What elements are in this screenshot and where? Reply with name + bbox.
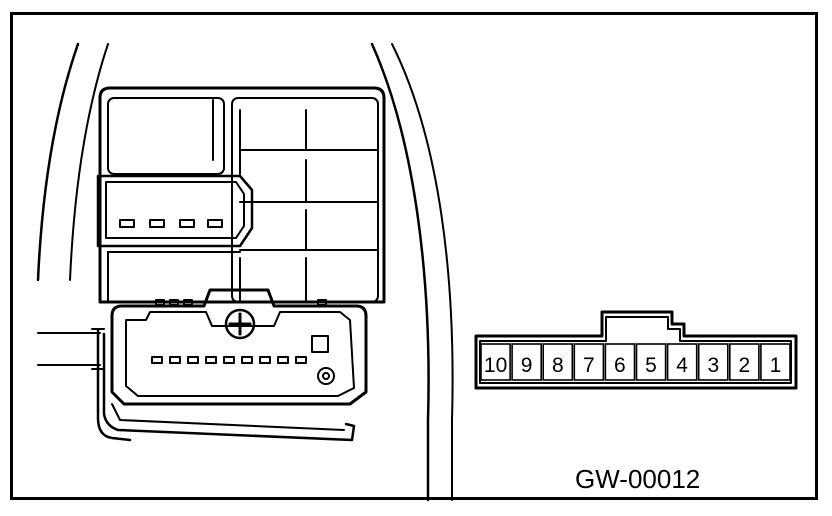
connector-pin-row — [151, 356, 307, 364]
mount-curve-left — [36, 42, 109, 282]
pin-label-5: 5 — [645, 354, 657, 377]
small-plug-pin — [119, 219, 135, 228]
relay-box-housing — [98, 86, 386, 304]
pin-cell-3 — [697, 343, 729, 381]
small-plug-pin — [149, 219, 165, 228]
pin-label-7: 7 — [583, 354, 595, 377]
pin-cell-8 — [542, 343, 574, 381]
small-plug-pin — [179, 219, 195, 228]
small-plug — [96, 174, 254, 248]
small-plug-pin — [207, 219, 223, 228]
locating-hole-icon — [317, 367, 335, 385]
pin-label-6: 6 — [614, 354, 626, 377]
pin-label-10: 10 — [484, 354, 507, 377]
lower-bracket — [96, 328, 356, 442]
connector-key — [311, 335, 329, 353]
pin-cell-5 — [635, 343, 667, 381]
pin-label-8: 8 — [552, 354, 564, 377]
figure-code: GW-00012 — [575, 464, 701, 494]
pin-cell-6 — [604, 343, 636, 381]
diagram-frame — [10, 12, 818, 500]
pin-cell-9 — [511, 343, 542, 381]
pin-cell-10 — [480, 343, 511, 381]
harness-wires — [37, 328, 105, 370]
pin-label-2: 2 — [738, 354, 750, 377]
connector-top-pin — [317, 299, 327, 306]
connector-top-pin — [155, 299, 165, 306]
mount-curve-right — [370, 42, 454, 502]
pin-label-4: 4 — [676, 354, 688, 377]
pin-label-9: 9 — [521, 354, 533, 377]
pin-label-1: 1 — [770, 354, 782, 377]
pin-cell-7 — [573, 343, 605, 381]
pin-cell-4 — [666, 343, 698, 381]
screw-icon — [224, 308, 256, 340]
connector-top-pin — [183, 299, 193, 306]
pin-label-3: 3 — [707, 354, 719, 377]
connector-face — [474, 310, 798, 390]
pin-cell-1 — [760, 343, 791, 381]
connector-top-pin — [169, 299, 179, 306]
main-connector-body — [110, 288, 368, 406]
pin-cell-2 — [728, 343, 760, 381]
